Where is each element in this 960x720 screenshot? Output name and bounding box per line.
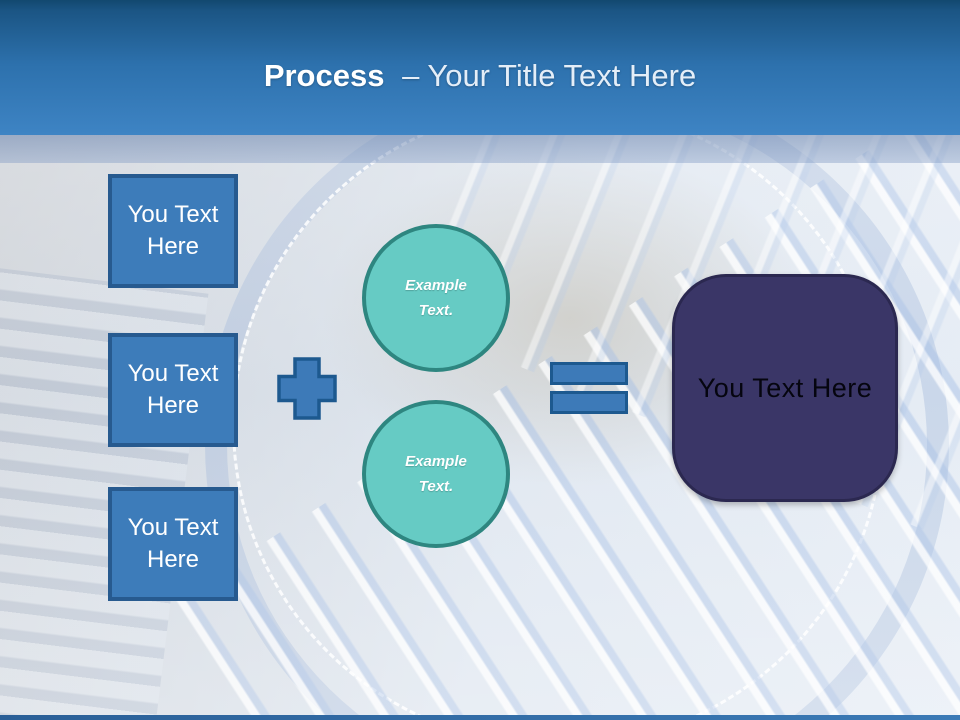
result-box-label: You Text Here — [697, 372, 873, 403]
equals-bar-bottom — [550, 391, 628, 414]
slide-title-rest: – Your Title Text Here — [402, 57, 697, 93]
input-box-2[interactable]: You Text Here — [108, 333, 238, 447]
input-box-1-label: You Text Here — [127, 201, 219, 260]
example-circle-2[interactable]: Example Text. — [362, 400, 510, 548]
input-box-1[interactable]: You Text Here — [108, 174, 238, 288]
equals-icon[interactable] — [550, 362, 628, 414]
result-box[interactable]: You Text Here — [672, 274, 898, 502]
plus-icon[interactable] — [277, 357, 337, 420]
input-box-3-label: You Text Here — [127, 514, 219, 573]
example-circle-1[interactable]: Example Text. — [362, 224, 510, 372]
plus-shape — [277, 357, 337, 420]
example-circle-1-label: Example Text. — [405, 276, 467, 320]
input-box-3[interactable]: You Text Here — [108, 487, 238, 601]
equals-bar-top — [550, 362, 628, 385]
footer-bar — [0, 715, 960, 720]
slide-title[interactable]: Process – Your Title Text Here — [264, 58, 696, 94]
input-box-2-label: You Text Here — [127, 360, 219, 419]
slide-title-bold: Process — [263, 57, 385, 93]
example-circle-2-label: Example Text. — [405, 452, 467, 496]
title-bar: Process – Your Title Text Here — [0, 0, 960, 135]
header-underlay-band — [0, 135, 960, 163]
